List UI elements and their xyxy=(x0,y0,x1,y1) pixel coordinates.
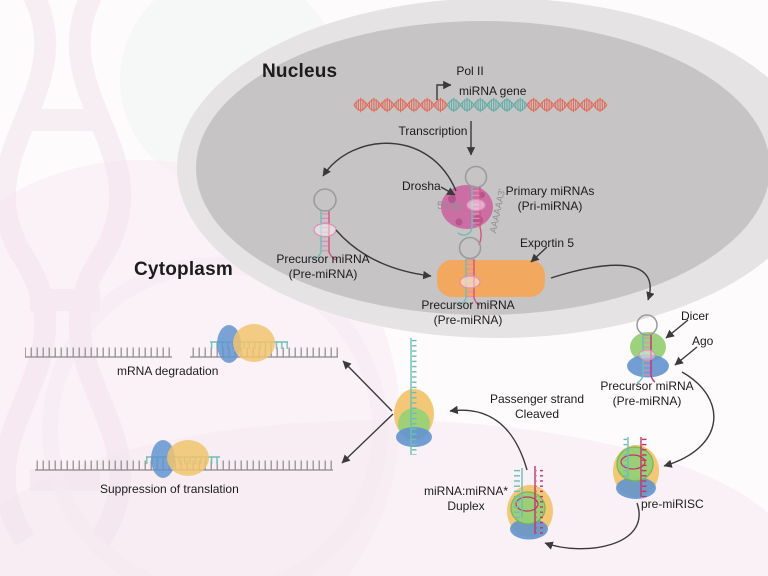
suppression-scene xyxy=(35,440,333,478)
pre-mirna-nucleus-line2: (Pre-miRNA) xyxy=(288,267,358,281)
ago-label: Ago xyxy=(692,334,714,348)
pri-mirna-label-line2: (Pri-miRNA) xyxy=(517,199,583,213)
passenger-label: Passenger strand Cleaved xyxy=(490,392,584,422)
arrow-export-to-dicer xyxy=(550,264,655,301)
pre-mirna-hairpin-nucleus xyxy=(311,188,338,261)
pre-mirisc-complex xyxy=(613,437,659,499)
background-ring xyxy=(42,257,388,576)
flow-arrows xyxy=(322,80,715,550)
exportin5-label: Exportin 5 xyxy=(520,236,575,250)
background-helix-watermark xyxy=(0,0,132,546)
pri-mirna-label: Primary miRNAs (Pri-miRNA) xyxy=(506,184,595,214)
pre-mirna-nucleus-line1: Precursor miRNA xyxy=(276,252,370,266)
arrow-passenger-cleaved xyxy=(449,405,528,471)
dicer-ago-complex xyxy=(627,314,669,384)
nucleus-label: Nucleus xyxy=(262,61,338,82)
mirna-duplex-complex xyxy=(507,466,553,540)
arrow-exportin-pointer xyxy=(530,246,548,263)
pre-mirna-export-line2: (Pre-miRNA) xyxy=(433,313,503,327)
pri-mirna-drosha-complex xyxy=(441,165,493,246)
pre-mirna-cyto-line1: Precursor miRNA xyxy=(600,379,694,393)
arrow-pri-to-pre xyxy=(322,142,457,192)
exportin5-carrier xyxy=(437,236,545,306)
arrow-pol2-start xyxy=(436,80,452,100)
pre-mirna-label-cytoplasm: Precursor miRNA (Pre-miRNA) xyxy=(600,379,693,409)
arrow-pre-to-exportin xyxy=(335,229,432,280)
mirna-gene-label: miRNA gene xyxy=(459,84,527,98)
arrow-to-premirisc xyxy=(663,371,715,468)
pri-mirna-label-line1: Primary miRNAs xyxy=(505,184,595,198)
passenger-label-line1: Passenger strand xyxy=(489,392,585,406)
arrow-to-suppression xyxy=(341,413,394,464)
dicer-label: Dicer xyxy=(681,309,710,323)
cytoplasm-label: Cytoplasm xyxy=(134,259,233,280)
pre-mirna-label-export: Precursor miRNA (Pre-miRNA) xyxy=(421,298,514,328)
suppression-label: Suppression of translation xyxy=(100,482,239,496)
pre-mirna-cyto-line2: (Pre-miRNA) xyxy=(612,394,682,408)
arrow-to-duplex xyxy=(544,502,640,550)
arrow-ago-pointer xyxy=(674,346,698,366)
pre-mirna-export-line1: Precursor miRNA xyxy=(421,298,515,312)
passenger-label-line2: Cleaved xyxy=(514,407,560,421)
duplex-label: miRNA:miRNA* Duplex xyxy=(424,484,508,514)
arrow-drosha-pointer xyxy=(440,186,456,196)
drosha-label: Drosha xyxy=(402,179,441,193)
pre-mirna-label-nucleus: Precursor miRNA (Pre-miRNA) xyxy=(276,252,369,282)
duplex-label-line1: miRNA:miRNA* xyxy=(424,484,508,498)
arrow-to-degradation xyxy=(342,360,393,412)
pol2-label: Pol II xyxy=(456,64,484,78)
duplex-label-line2: Duplex xyxy=(447,499,485,513)
transcription-label: Transcription xyxy=(398,124,468,138)
pre-mirisc-label: pre-miRISC xyxy=(641,497,704,511)
five-cap-label: 5'cap xyxy=(437,200,463,212)
mrna-degradation-label: mRNA degradation xyxy=(117,364,219,378)
mature-mirisc xyxy=(394,338,434,455)
arrow-dicer-pointer xyxy=(665,319,689,339)
mrna-degradation-scene xyxy=(25,324,338,363)
